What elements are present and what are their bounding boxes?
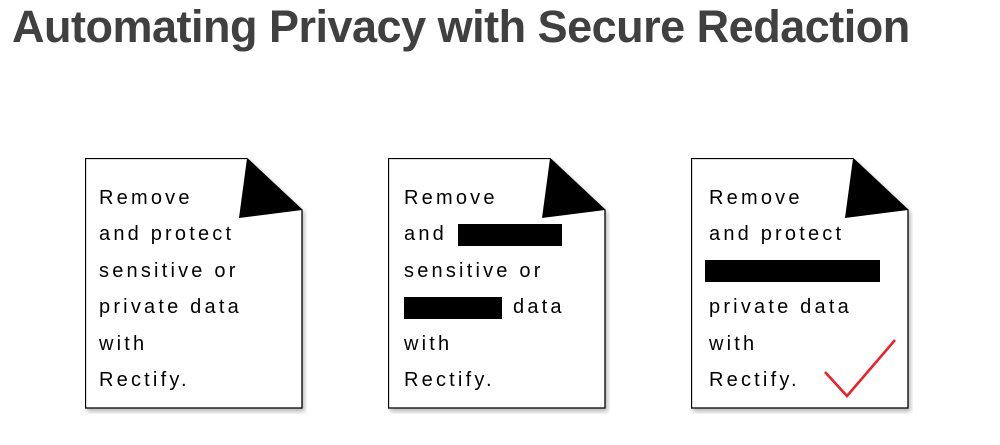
doc-line: with bbox=[709, 332, 758, 355]
doc-line: and protect bbox=[709, 223, 845, 246]
doc-line: and bbox=[404, 217, 565, 254]
doc-line: with bbox=[404, 332, 453, 355]
document-page-icon bbox=[388, 158, 606, 409]
doc-line: private data bbox=[709, 296, 852, 319]
doc-line bbox=[705, 253, 880, 290]
page-fold-icon bbox=[845, 158, 908, 218]
document-original: Remove and protect sensitive or private … bbox=[85, 158, 303, 409]
doc-line: private data bbox=[99, 296, 242, 319]
page-fold-icon bbox=[239, 158, 302, 218]
checkmark-icon bbox=[824, 339, 896, 398]
doc-line: Remove bbox=[404, 186, 498, 209]
doc-line: sensitive or bbox=[99, 259, 239, 282]
page-title: Automating Privacy with Secure Redaction bbox=[12, 1, 910, 52]
redaction-bar bbox=[457, 223, 562, 246]
doc-line: Rectify. bbox=[404, 369, 495, 392]
document-securely-redacted: Remove and protect private data with Rec… bbox=[691, 158, 909, 409]
redaction-bar bbox=[705, 260, 880, 283]
doc-line: Rectify. bbox=[709, 369, 800, 392]
doc-line: with bbox=[99, 332, 148, 355]
doc-line: data bbox=[404, 290, 565, 327]
page-fold-icon bbox=[542, 158, 605, 218]
doc-line: Rectify. bbox=[99, 369, 190, 392]
document-page-icon bbox=[691, 158, 909, 409]
doc-line: Remove bbox=[709, 186, 803, 209]
doc-line: Remove bbox=[99, 186, 193, 209]
doc-line: and protect bbox=[99, 223, 235, 246]
document-page-icon bbox=[85, 158, 303, 409]
doc-line: sensitive or bbox=[404, 259, 544, 282]
redaction-bar bbox=[404, 296, 502, 319]
document-partially-redacted: Remove and sensitive or data with Rectif… bbox=[388, 158, 606, 409]
